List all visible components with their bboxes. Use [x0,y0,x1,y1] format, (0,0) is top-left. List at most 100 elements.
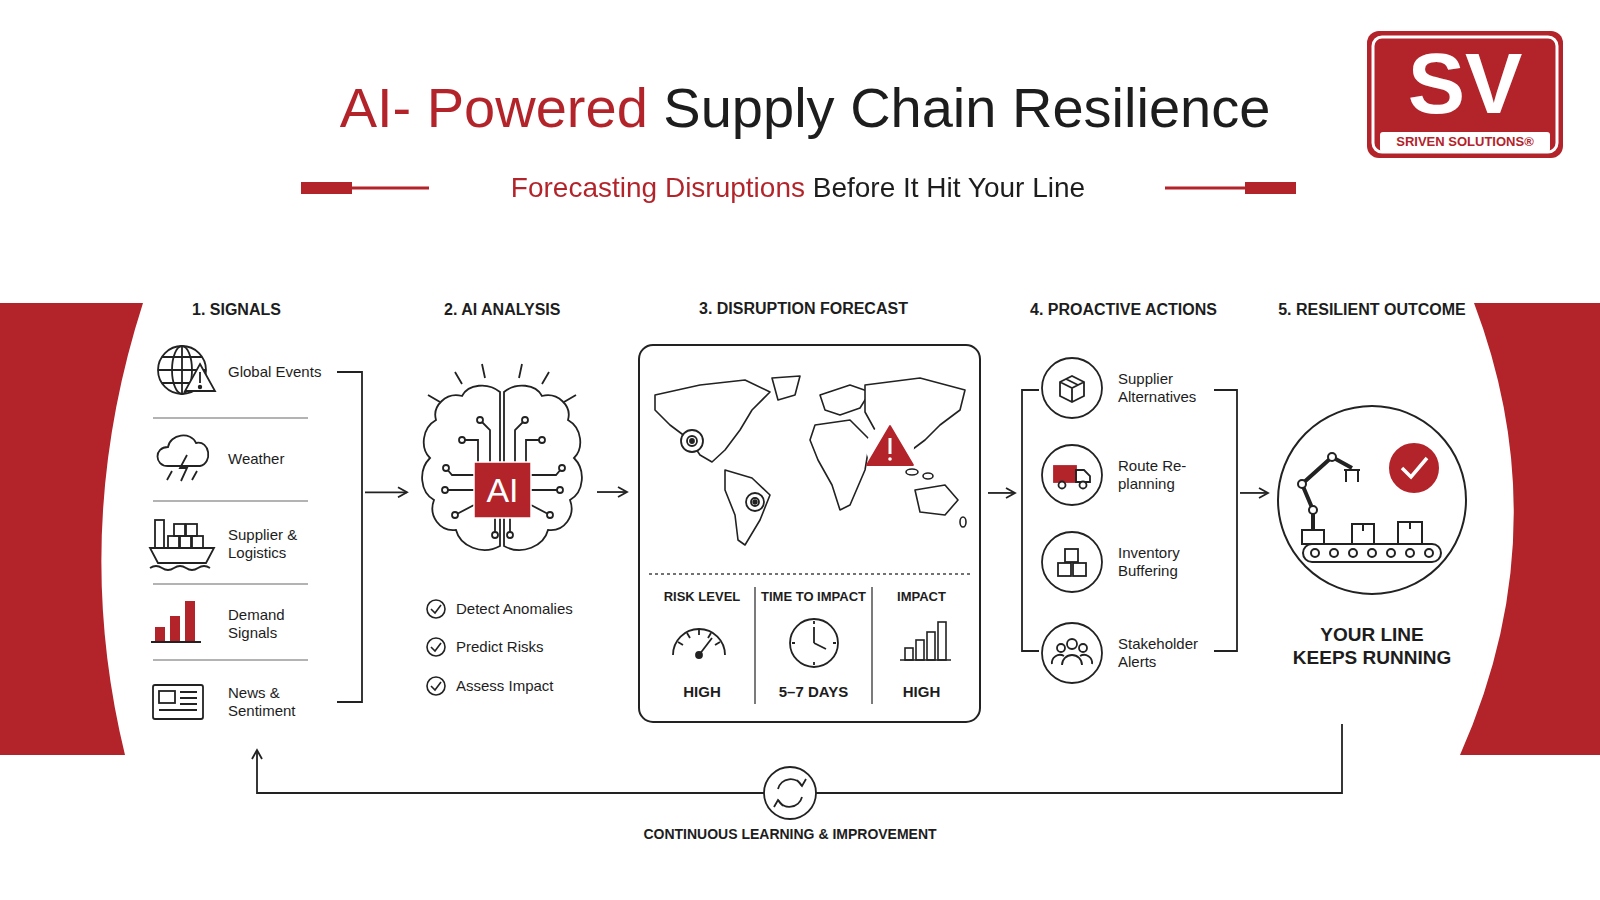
text-slot: Detect Anomalies [456,594,591,624]
ship-icon-part [155,520,164,548]
bracket-part [1214,390,1237,651]
outcome-group: 5. RESILIENT OUTCOMEYOUR LINE KEEPS RUNN… [1272,296,1472,686]
logo-badge-part [1380,132,1550,152]
text-slot: Route Re-planning [1118,443,1216,507]
check-label: Detect Anomalies [456,600,573,618]
gauge-icon [673,629,725,658]
ship-icon-part [192,536,203,548]
world-map [655,376,966,545]
action-item: Inventory Buffering [1040,530,1230,594]
separator-line-part [153,500,308,502]
clock-icon-part [790,619,838,667]
impact-bars-icon-part [900,659,951,661]
map-marker-part [866,424,914,472]
brain-icon-part-part [539,437,545,443]
newspaper-icon [153,685,203,719]
section-heading: 4. PROACTIVE ACTIONS [1030,300,1217,319]
map-marker-part [690,439,694,443]
map-marker-part [889,438,892,454]
text-slot: Demand Signals [228,592,300,656]
flow-arrow [365,491,407,493]
brain-icon-part-part [492,532,498,538]
section-heading: 1. SIGNALS [192,300,281,319]
action-label: Supplier Alternatives [1118,370,1216,406]
production-line-icon-part [1349,549,1357,557]
weather-icon-part [167,471,197,480]
action-icon [1042,358,1102,683]
production-line-icon-part [1328,453,1336,461]
check-icon-part [427,677,445,695]
action-label: Inventory Buffering [1118,544,1216,580]
map-marker-part [746,493,764,511]
production-line-icon-part [1302,457,1352,530]
production-line-icon-part [1311,549,1319,557]
metric-title: TIME TO IMPACT [761,589,866,605]
weather-icon [158,435,209,481]
check-item: Predict Risks [425,632,595,662]
world-map-part [923,473,933,479]
text-slot: 5. RESILIENT OUTCOME [1272,300,1472,319]
forecast-panel [639,345,980,722]
metric-title: RISK LEVEL [664,589,741,605]
separator-line-part [153,659,308,661]
text-slot: TIME TO IMPACT [755,587,872,605]
action-icon-part [1065,549,1078,562]
brain-icon [422,364,582,550]
action-icon-part [1080,482,1087,489]
logo-mark: SV [1408,32,1523,135]
production-line-icon-part [1409,522,1411,529]
ship-icon-part [150,566,210,570]
action-icon-part [1042,623,1102,683]
section-heading: 2. AI ANALYSIS [444,300,560,319]
bracket-part [337,372,362,702]
world-map-part [820,385,870,415]
text-slot: AI [474,462,531,518]
flow-arrow [988,492,1015,494]
action-label: Stakeholder Alerts [1118,635,1216,671]
impact-bars-icon-part [927,632,935,660]
action-item: Stakeholder Alerts [1040,621,1230,685]
check-icon-part [427,600,445,618]
impact-bars-icon [900,622,951,660]
metric-title: IMPACT [897,589,946,605]
impact-bars-icon-part [905,648,913,660]
check-icon-part [431,643,441,651]
refresh-icon-part [764,767,816,819]
world-map-part [906,469,918,475]
brain-icon-part [442,417,565,538]
brain-icon-part-part [522,417,528,423]
separator-line [153,418,308,660]
section-heading: 3. DISRUPTION FORECAST [699,299,908,318]
action-icon-part [1073,563,1086,576]
subtitle: Forecasting Disruptions Before It Hit Yo… [511,171,1085,205]
check-icon-part [431,682,441,690]
forecast-box: 3. DISRUPTION FORECASTRISK LEVELHIGHTIME… [639,345,980,722]
action-icon-part [1079,644,1087,652]
action-icon-part [1054,466,1076,482]
section-heading: 5. RESILIENT OUTCOME [1278,300,1466,319]
action-icon-part [1067,639,1077,649]
metric-cell: RISK LEVEL HIGH [649,583,755,708]
action-label: Route Re-planning [1118,457,1216,493]
action-icon-part [1042,358,1102,418]
map-marker-part [681,430,703,452]
text-slot: RISK LEVEL [649,587,755,605]
refresh-icon-part [778,779,802,807]
production-line-icon-part [1278,406,1466,594]
ship-icon-part [150,548,214,563]
production-line-icon-part [1406,549,1414,557]
ai-badge-text: AI [486,470,518,511]
weather-icon-part [180,455,187,481]
text-slot: 4. PROACTIVE ACTIONS [1030,300,1235,319]
text-slot: Supplier Alternatives [1118,356,1216,420]
subtitle-rule-part [301,182,352,194]
action-icon-part [1060,376,1084,402]
world-map-part [960,517,966,527]
text-slot: HIGH [649,683,755,701]
signal-label: News & Sentiment [228,684,308,720]
world-map-part [915,485,958,515]
production-line-icon-part [1362,524,1364,531]
action-item: Route Re-planning [1040,443,1230,507]
